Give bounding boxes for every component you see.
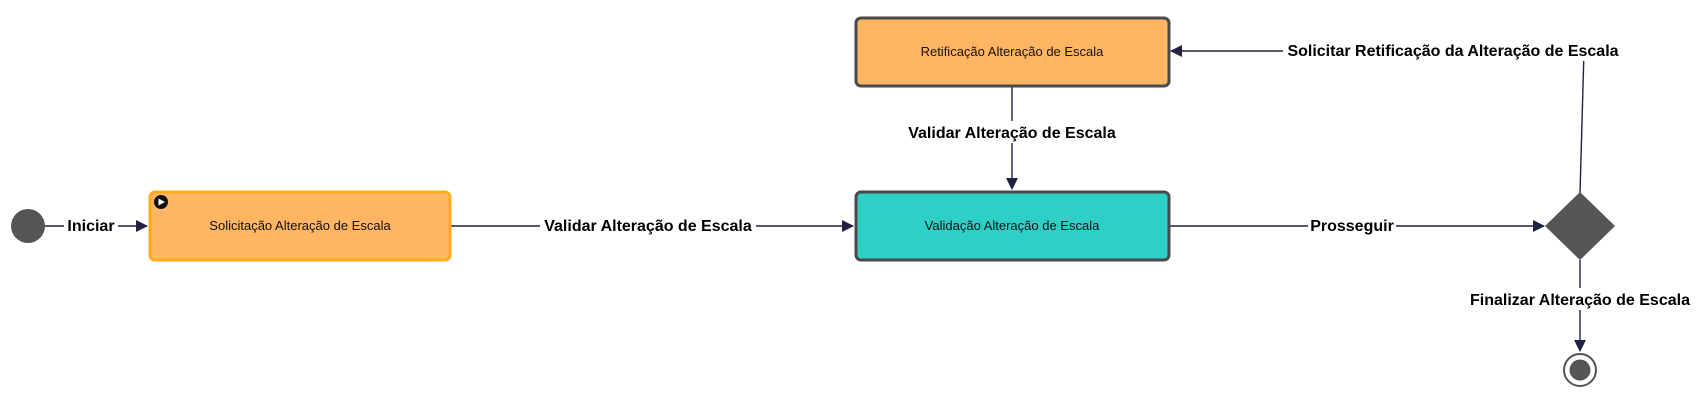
edge-label-validar-horizontal: Validar Alteração de Escala [544,218,752,235]
edge-label-validar-vertical: Validar Alteração de Escala [908,125,1116,142]
play-icon [154,195,168,209]
decision-node[interactable] [1545,192,1615,260]
edge-label-finalizar: Finalizar Alteração de Escala [1470,292,1690,309]
activity-validacao-label: Validação Alteração de Escala [925,218,1100,233]
activity-validacao[interactable]: Validação Alteração de Escala [854,190,1171,262]
edge-label-prosseguir: Prosseguir [1310,218,1394,235]
activity-solicitacao[interactable]: Solicitação Alteração de Escala [148,190,452,262]
edge-decision-to-rectification [1170,45,1585,194]
initial-node[interactable] [11,209,45,243]
edge-label-solicitar-retificacao: Solicitar Retificação da Alteração de Es… [1287,43,1618,60]
final-node[interactable] [1563,353,1597,387]
activity-retificacao-label: Retificação Alteração de Escala [921,44,1105,59]
edge-label-iniciar: Iniciar [67,218,114,235]
activity-retificacao[interactable]: Retificação Alteração de Escala [854,16,1171,88]
activity-solicitacao-label: Solicitação Alteração de Escala [209,218,391,233]
